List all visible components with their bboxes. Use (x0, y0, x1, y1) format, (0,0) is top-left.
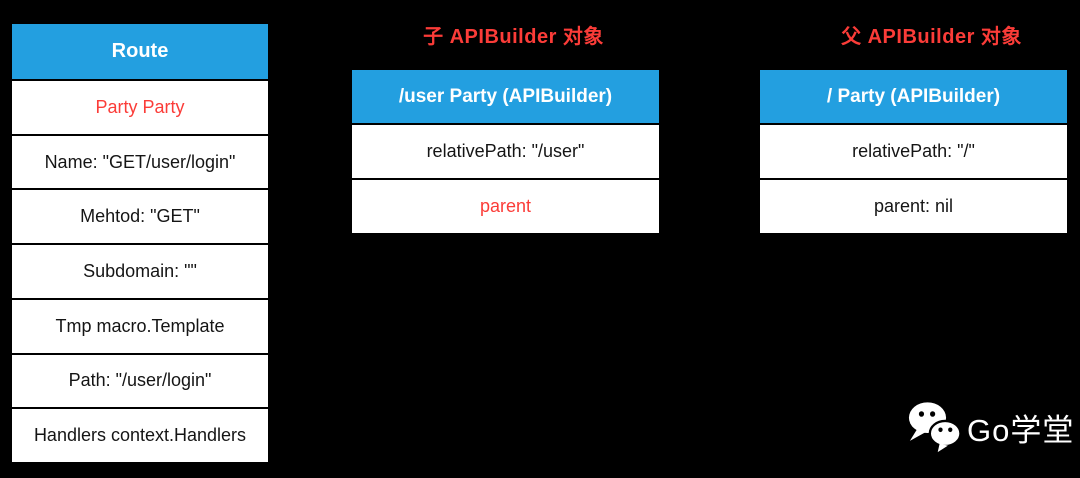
child-builder-header: /user Party (APIBuilder) (352, 70, 659, 123)
route-row-name: Name: "GET/user/login" (12, 135, 268, 189)
parent-builder-header: / Party (APIBuilder) (760, 70, 1067, 123)
route-row-path: Path: "/user/login" (12, 354, 268, 408)
route-row-method: Mehtod: "GET" (12, 190, 268, 244)
parent-row-relativepath: relativePath: "/" (760, 125, 1067, 178)
child-row-relativepath: relativePath: "/user" (352, 125, 659, 178)
child-row-parent: parent (352, 180, 659, 233)
parent-row-parent: parent: nil (760, 180, 1067, 233)
watermark-label: Go学堂 (967, 412, 1075, 448)
wechat-icon (908, 402, 962, 453)
child-builder-title: 子 APIBuilder 对象 (423, 26, 604, 48)
route-row-subdomain: Subdomain: "" (12, 245, 268, 298)
watermark: Go学堂 (906, 401, 1074, 453)
route-row-party: Party Party (12, 81, 268, 134)
route-row-template: Tmp macro.Template (12, 299, 268, 353)
route-row-handlers: Handlers context.Handlers (12, 409, 268, 463)
route-table-header: Route (12, 24, 268, 79)
child-builder-table: /user Party (APIBuilder) relativePath: "… (352, 70, 659, 233)
route-table: Route Party Party Name: "GET/user/login"… (12, 24, 268, 463)
parent-builder-table: / Party (APIBuilder) relativePath: "/" p… (760, 70, 1067, 233)
parent-builder-title: 父 APIBuilder 对象 (841, 26, 1022, 48)
